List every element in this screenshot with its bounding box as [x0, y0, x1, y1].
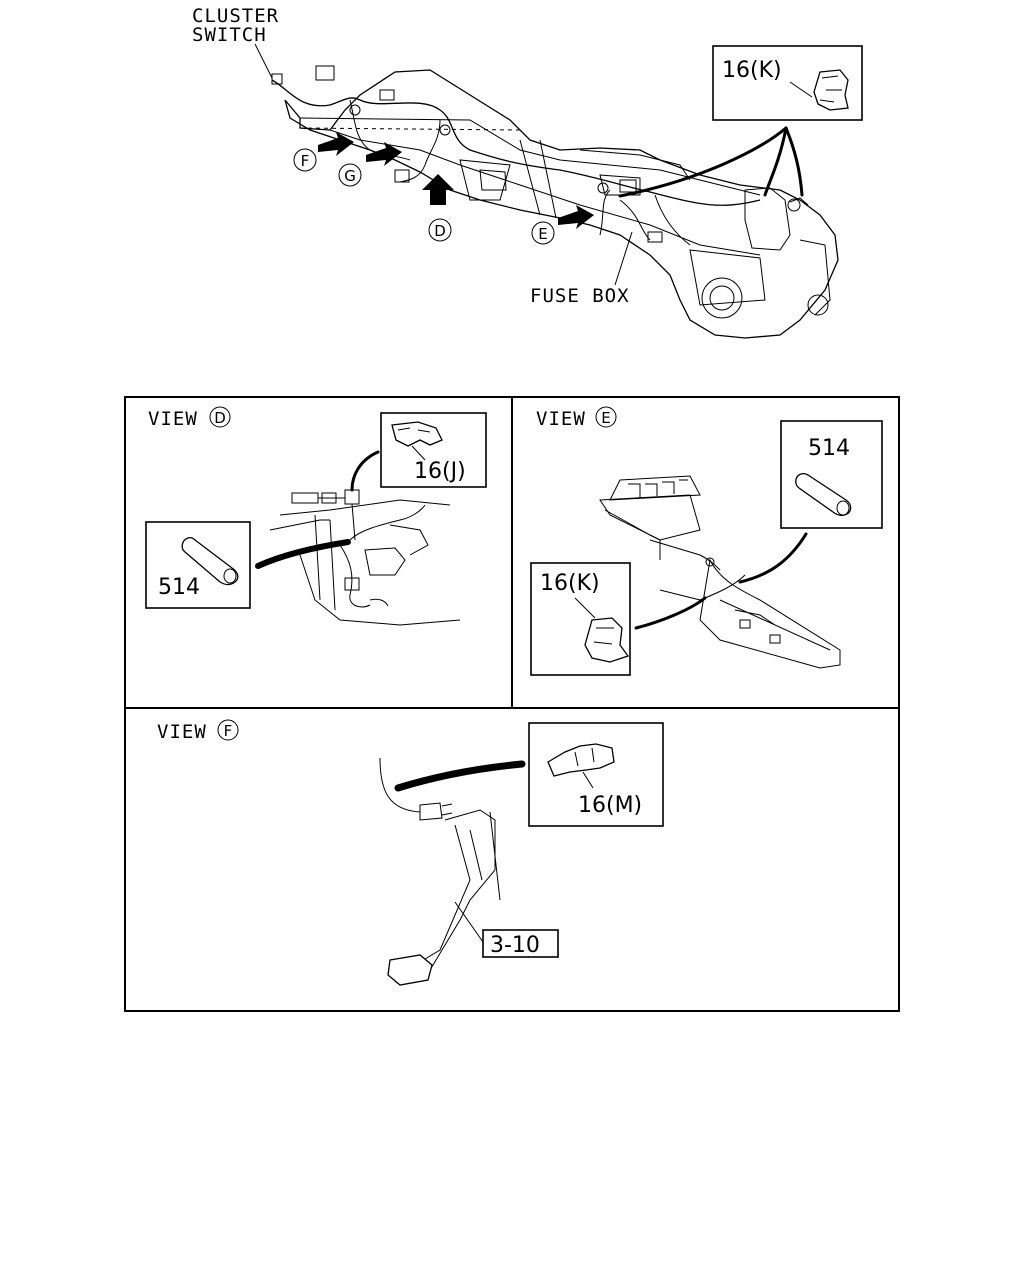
leader-16k-b [763, 126, 788, 197]
cluster-switch-leader [254, 43, 273, 79]
view-d-panel: VIEW D 16(J) 514 [145, 406, 487, 626]
blower-motor [701, 277, 743, 319]
pedal-bracket [429, 809, 496, 971]
cluster-switch-label-2: SWITCH [192, 24, 267, 46]
view-d-title: VIEW [148, 408, 198, 430]
relay-block [699, 558, 841, 669]
fuse-box-leader [614, 231, 633, 286]
brake-pedal-pad [387, 954, 433, 986]
callout-label-514-e: 514 [808, 436, 850, 461]
view-d-marker-circle [209, 406, 231, 428]
callout-label-16m: 16(M) [578, 793, 642, 818]
clip-16k-e-icon [584, 617, 630, 663]
leader-16m [394, 760, 526, 792]
callout-box-16m [528, 722, 664, 827]
callout-label-16k-e: 16(K) [540, 571, 600, 596]
view-d-marker: D [214, 409, 226, 427]
callout-label-16k: 16(K) [722, 58, 782, 83]
svg-text:F: F [301, 152, 310, 170]
view-e-title: VIEW [536, 408, 586, 430]
callout-box-514-d [145, 521, 251, 609]
leader-16k-e [634, 596, 707, 630]
callout-box-3-10 [482, 929, 559, 958]
svg-text:D: D [434, 222, 446, 240]
cluster-switch-label: CLUSTER [192, 5, 279, 27]
glovebox-bracket [459, 159, 511, 201]
fuse-box-label: FUSE BOX [530, 285, 630, 307]
view-marker-d: D [428, 218, 452, 242]
leader-16k-c [784, 126, 804, 197]
leader-16k-a [618, 126, 788, 198]
view-f-panel: VIEW F 16(M) 3-10 [157, 719, 664, 986]
brake-switch-wire [379, 757, 421, 813]
view-e-marker-circle [595, 406, 617, 428]
view-f-marker: F [224, 722, 233, 740]
svg-text:G: G [344, 167, 356, 185]
svg-text:E: E [538, 225, 547, 243]
view-marker-g: G [338, 163, 362, 187]
leader-16j [350, 450, 380, 492]
view-marker-e: E [531, 221, 555, 245]
dashboard-outline [284, 69, 839, 339]
sleeve-514-icon [181, 536, 239, 586]
heater-unit [689, 249, 766, 306]
harness-overview: CLUSTER SWITCH [192, 5, 863, 339]
view-arrow-f [318, 132, 354, 156]
sleeve-514-e-icon [795, 472, 852, 517]
view-f-title: VIEW [157, 721, 207, 743]
callout-label-16j: 16(J) [414, 459, 466, 484]
connector [315, 65, 335, 81]
callout-label-514-d: 514 [158, 575, 200, 600]
view-e-marker: E [601, 409, 610, 427]
callout-label-3-10: 3-10 [490, 933, 540, 958]
view-arrow-g [366, 142, 402, 166]
view-arrow-e [558, 205, 594, 229]
clip-16m-icon [547, 743, 615, 777]
leader-514-e [738, 532, 808, 584]
view-marker-f: F [293, 148, 317, 172]
brake-switch [419, 802, 443, 821]
view-f-marker-circle [217, 719, 239, 741]
fuse-box-block [599, 494, 701, 541]
view-arrow-d [422, 174, 454, 205]
view-e-panel: VIEW E 514 16(K) [530, 406, 883, 676]
leader-514-d [255, 539, 351, 569]
callout-box-16k-top: 16(K) [712, 45, 863, 121]
main-harness-wire [271, 79, 761, 206]
clip-16j-icon [391, 421, 443, 447]
